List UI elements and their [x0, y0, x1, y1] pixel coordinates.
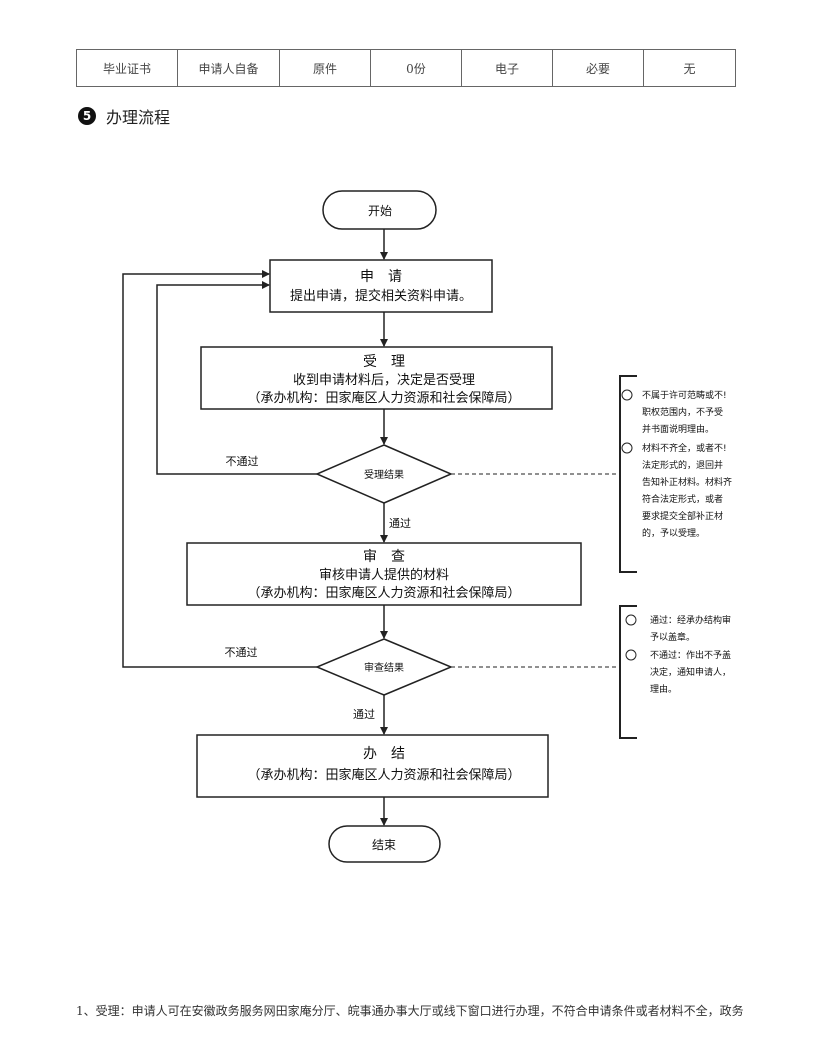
section-number-badge: 5 [78, 107, 96, 125]
materials-table: 毕业证书 申请人自备 原件 0份 电子 必要 无 [76, 49, 736, 87]
table-cell: 无 [643, 49, 736, 87]
note1-line: 要求提交全部补正材 [642, 510, 723, 522]
note2-line: 予以盖章。 [650, 631, 695, 643]
review-box [186, 542, 582, 606]
note2-marker-1-icon [625, 614, 637, 626]
start-label: 开始 [368, 204, 392, 218]
note2-line: 决定，通知申请人， [650, 666, 731, 678]
review-desc: 审核申请人提供的材料 [319, 567, 449, 583]
fail-label-2: 不通过 [225, 646, 258, 659]
pass-label-1: 通过 [389, 517, 411, 530]
fail-label-1: 不通过 [226, 455, 259, 468]
review-title: 审 查 [363, 549, 405, 565]
page-edge-mask [755, 370, 816, 750]
note2-line: 不通过：作出不予盖 [650, 649, 731, 661]
note1-line: 法定形式的，退回并 [642, 459, 723, 471]
section-heading: 5 办理流程 [78, 104, 170, 128]
accept-desc: 收到申请材料后，决定是否受理 [293, 373, 475, 388]
table-row: 毕业证书 申请人自备 原件 0份 电子 必要 无 [76, 49, 736, 87]
note1-line: 的，予以受理。 [642, 527, 705, 539]
apply-box [269, 259, 493, 313]
apply-desc: 提出申请，提交相关资料申请。 [290, 288, 472, 304]
table-cell: 申请人自备 [177, 49, 280, 87]
accept-box [200, 346, 553, 410]
note2-line: 通过：经承办结构审 [650, 614, 731, 626]
note2-text: 通过：经承办结构审 予以盖章。 不通过：作出不予盖 决定，通知申请人， 理由。 [625, 614, 731, 695]
fail-loop-2 [122, 270, 317, 668]
pass-label-2: 通过 [353, 708, 375, 721]
review-org: （承办机构：田家庵区人力资源和社会保障局） [247, 585, 520, 601]
note1-line: 职权范围内，不予受 [642, 406, 723, 418]
finish-box [196, 734, 549, 798]
review-decision-label: 审查结果 [364, 661, 404, 674]
footnote-text: 1、受理：申请人可在安徽政务服务网田家庵分厅、皖事通办事大厅或线下窗口进行办理，… [76, 1004, 744, 1018]
note2-line: 理由。 [650, 683, 677, 695]
note1-line: 告知补正材料。材料齐 [642, 476, 732, 488]
accept-title: 受 理 [363, 354, 405, 370]
section-title: 办理流程 [106, 108, 171, 127]
fail-loop-1 [156, 281, 317, 475]
finish-title: 办 结 [363, 746, 405, 762]
note2-bracket [619, 605, 637, 739]
note1-marker-1-icon [621, 389, 633, 401]
accept-org: （承办机构：田家庵区人力资源和社会保障局） [247, 390, 520, 406]
table-cell: 0份 [370, 49, 462, 87]
start-terminal [322, 190, 437, 230]
note1-marker-2-icon [621, 442, 633, 454]
note1-bracket [619, 375, 637, 573]
accept-decision-label: 受理结果 [364, 468, 404, 481]
end-terminal [328, 825, 441, 863]
note1-line: 并书面说明理由。 [642, 423, 714, 435]
end-label: 结束 [372, 838, 396, 852]
note1-line: 不属于许可范畴或不! [642, 389, 727, 401]
finish-org: （承办机构：田家庵区人力资源和社会保障局） [247, 767, 520, 783]
apply-title: 申 请 [360, 269, 402, 285]
note1-line: 材料不齐全，或者不! [642, 442, 727, 454]
note1-line: 符合法定形式，或者 [642, 493, 723, 505]
note2-marker-2-icon [625, 649, 637, 661]
table-cell: 毕业证书 [76, 49, 178, 87]
note1-text: 不属于许可范畴或不! 职权范围内，不予受 并书面说明理由。 材料不齐全，或者不!… [621, 389, 732, 539]
